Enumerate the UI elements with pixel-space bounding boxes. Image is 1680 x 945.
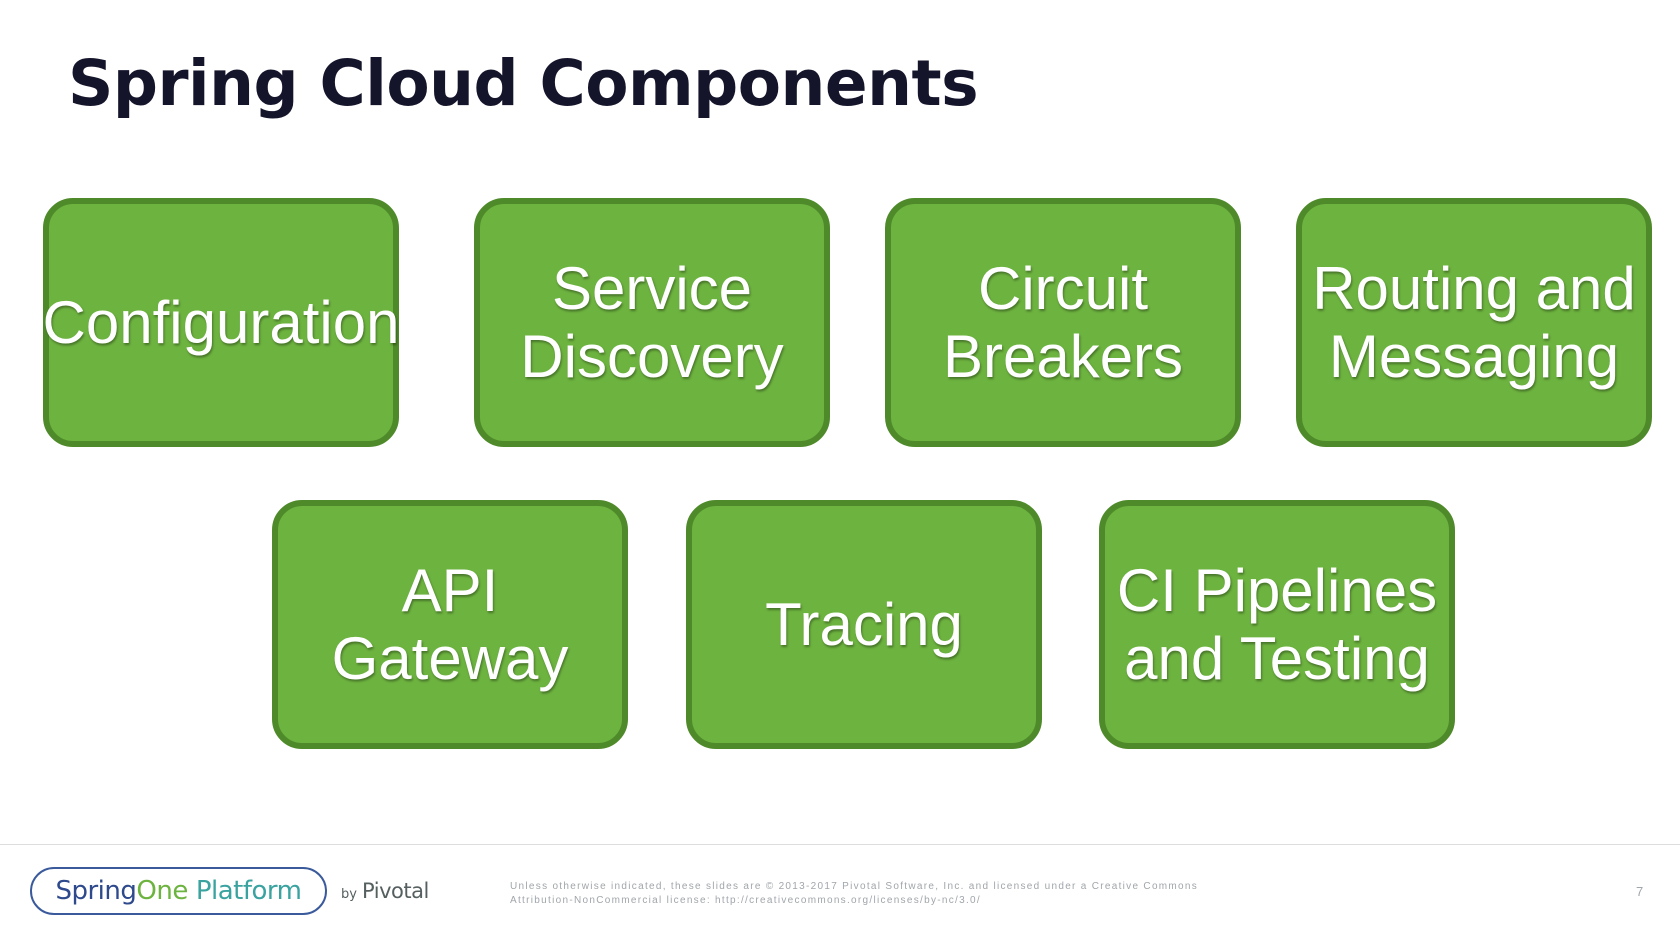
logo-platform-text: Platform — [195, 876, 302, 906]
component-label: Circuit Breakers — [942, 254, 1184, 390]
component-label: Service Discovery — [520, 254, 784, 390]
logo-one-text: One — [136, 876, 188, 906]
component-ci-pipelines-testing: CI Pipelines and Testing — [1099, 500, 1455, 749]
component-label: Tracing — [765, 590, 963, 658]
by-text: by — [341, 887, 357, 902]
legal-notice: Unless otherwise indicated, these slides… — [510, 880, 1270, 908]
legal-line-2: Attribution-NonCommercial license: http:… — [510, 895, 982, 906]
component-label: CI Pipelines and Testing — [1116, 556, 1438, 692]
slide-title: Spring Cloud Components — [68, 47, 979, 120]
component-circuit-breakers: Circuit Breakers — [885, 198, 1241, 447]
pivotal-text: Pivotal — [362, 879, 429, 903]
logo-spring-text: Spring — [55, 876, 137, 906]
component-label: API Gateway — [331, 556, 569, 692]
page-number: 7 — [1636, 884, 1644, 899]
component-api-gateway: API Gateway — [272, 500, 628, 749]
component-label: Routing and Messaging — [1312, 254, 1636, 390]
pivotal-logo: by Pivotal — [341, 879, 429, 903]
component-tracing: Tracing — [686, 500, 1042, 749]
legal-line-1: Unless otherwise indicated, these slides… — [510, 881, 1199, 892]
component-service-discovery: Service Discovery — [474, 198, 830, 447]
footer-divider — [0, 844, 1680, 845]
component-routing-messaging: Routing and Messaging — [1296, 198, 1652, 447]
component-configuration: Configuration — [43, 198, 399, 447]
component-label: Configuration — [42, 288, 400, 356]
